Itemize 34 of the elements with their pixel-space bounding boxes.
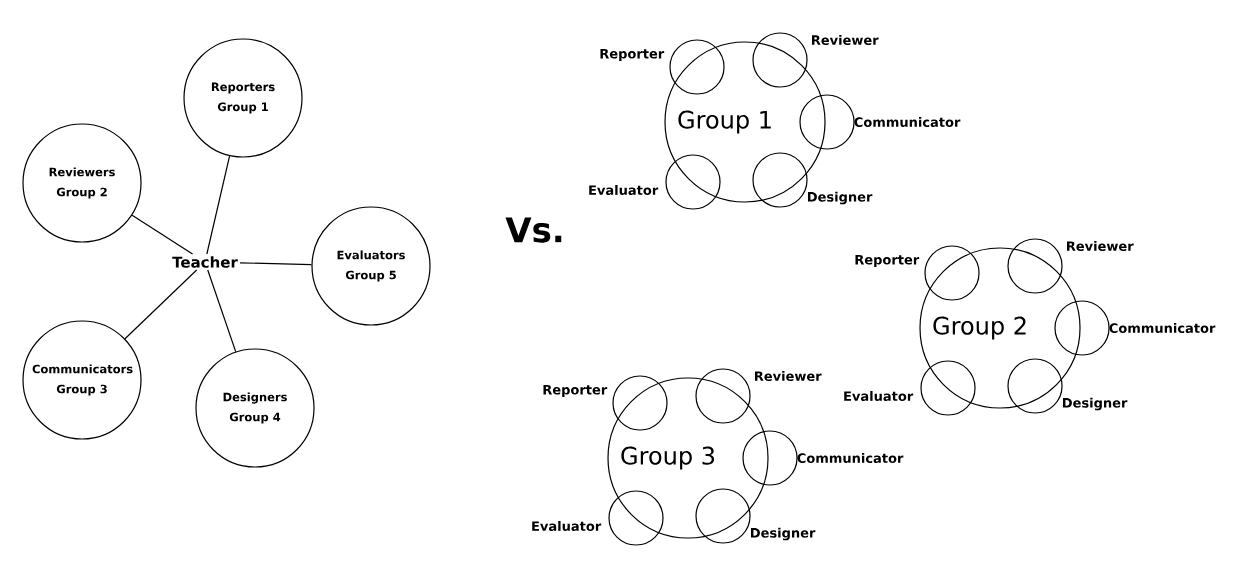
role-circle [1007,358,1063,414]
role-circle [695,368,751,424]
teacher-label: Teacher [172,256,238,268]
role-circle [742,430,798,486]
role-circle [799,94,855,150]
role-label: Evaluator [532,520,602,532]
versus-label: Vs. [505,217,562,243]
role-circle [752,32,808,88]
role-label: Evaluator [589,184,659,196]
role-circle [695,488,751,544]
role-circle [1007,238,1063,294]
role-label: Reviewer [812,34,879,46]
role-label: Designer [808,191,873,205]
role-label: Communicator [854,116,961,128]
role-label: Designer [1063,397,1128,411]
role-circle [608,490,664,546]
role-label: Communicator [1109,322,1216,334]
role-circle [665,154,721,210]
role-label: Reporter [600,48,665,62]
connector-line [124,269,198,340]
role-label: Reporter [543,384,608,398]
role-circle [1054,300,1110,356]
connector-line [131,214,194,255]
role-label: Reviewer [1067,240,1134,252]
connector-line [239,262,313,266]
role-label: Designer [751,527,816,541]
role-label: Communicator [797,452,904,464]
role-circle [920,360,976,416]
role-label: Reviewer [755,370,822,382]
connector-line [207,269,237,353]
role-label: Evaluator [844,390,914,402]
role-label: Reporter [855,254,920,268]
role-circle [752,152,808,208]
connector-line [206,155,231,255]
